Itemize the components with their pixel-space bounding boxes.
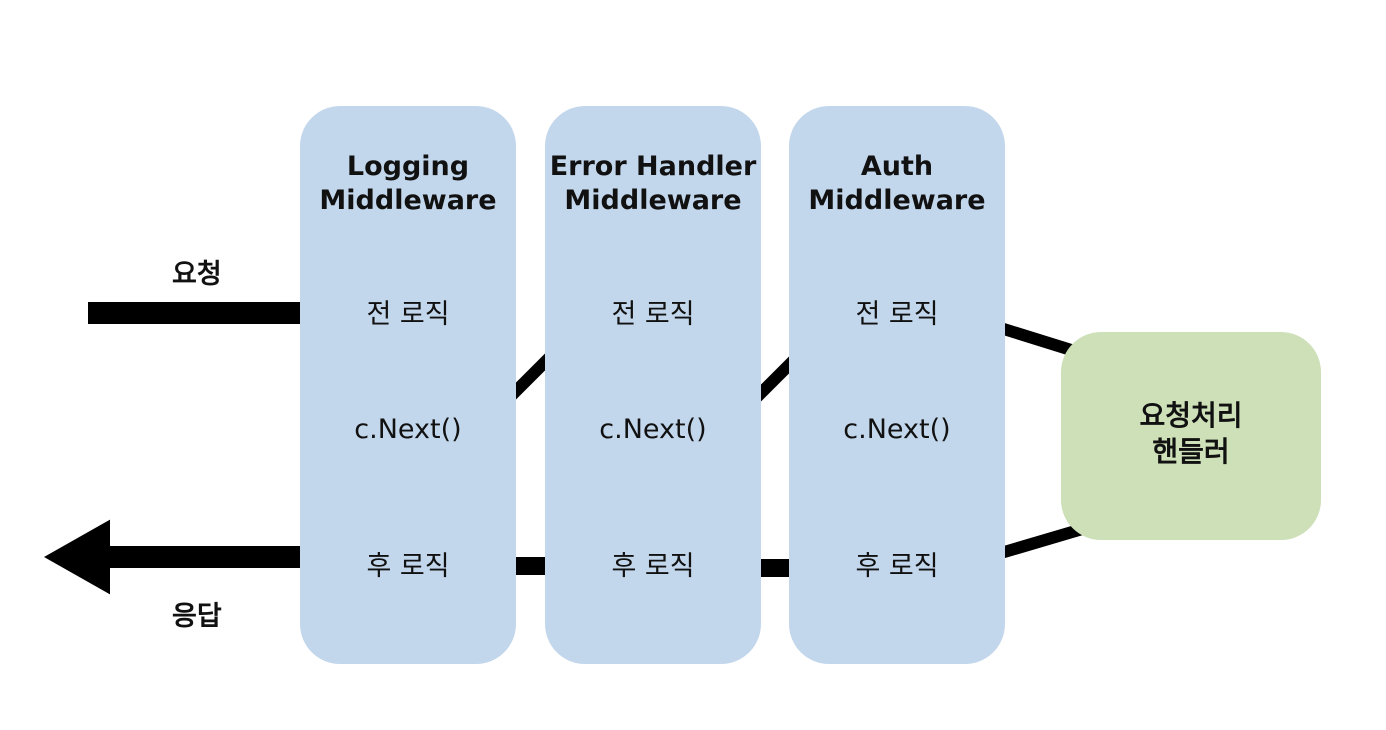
request-label: 요청 xyxy=(172,259,222,290)
handler-title: 요청처리 핸들러 xyxy=(1061,398,1321,470)
middleware-title-line1: Error Handler xyxy=(549,151,757,182)
middleware-title-line2: Middleware xyxy=(564,185,742,216)
post-logic-label: 후 로직 xyxy=(855,551,939,582)
post-logic-label: 후 로직 xyxy=(611,551,695,582)
error-handler-middleware-panel: Error Handler Middleware 전 로직 c.Next() 후… xyxy=(545,106,761,664)
handler-title-line2: 핸들러 xyxy=(1152,435,1230,468)
post-logic-label: 후 로직 xyxy=(366,551,450,582)
next-call-label: c.Next() xyxy=(843,414,951,445)
pre-logic-label: 전 로직 xyxy=(366,299,450,330)
middleware-title-line2: Middleware xyxy=(808,185,986,216)
next-call-label: c.Next() xyxy=(354,414,462,445)
middleware-title-line1: Logging xyxy=(346,151,470,182)
handler-title-line1: 요청처리 xyxy=(1139,399,1243,432)
auth-middleware-panel: Auth Middleware 전 로직 c.Next() 후 로직 xyxy=(789,106,1005,664)
middleware-title: Logging Middleware xyxy=(300,150,516,218)
pre-logic-label: 전 로직 xyxy=(855,299,939,330)
response-label: 응답 xyxy=(172,601,222,632)
next-call-label: c.Next() xyxy=(599,414,707,445)
logging-middleware-panel: Logging Middleware 전 로직 c.Next() 후 로직 xyxy=(300,106,516,664)
middleware-title-line2: Middleware xyxy=(319,185,497,216)
request-handler-panel: 요청처리 핸들러 xyxy=(1061,332,1321,540)
middleware-title-line1: Auth xyxy=(860,151,934,182)
pre-logic-label: 전 로직 xyxy=(611,299,695,330)
middleware-title: Error Handler Middleware xyxy=(545,150,761,218)
middleware-title: Auth Middleware xyxy=(789,150,1005,218)
